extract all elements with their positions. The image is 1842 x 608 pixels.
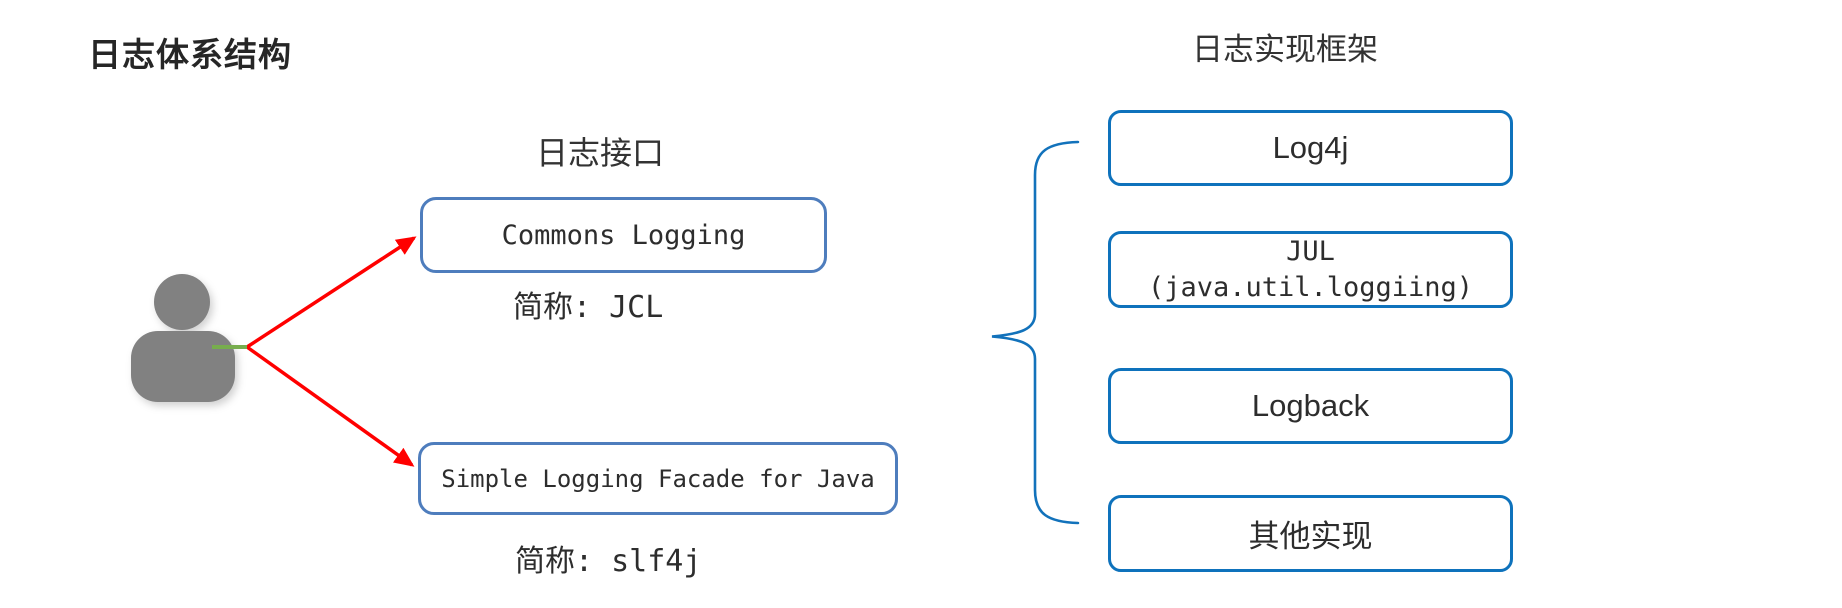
green-connector-line [212, 345, 247, 349]
impl-box-other: 其他实现 [1108, 495, 1513, 572]
impl-box-jul: JUL (java.util.loggiing) [1108, 231, 1513, 308]
arrow-to-slf4j-icon [245, 345, 415, 467]
jul-label-line1: JUL [1286, 235, 1335, 267]
commons-logging-label: Commons Logging [501, 219, 746, 251]
curly-brace-icon [991, 140, 1080, 525]
user-icon [131, 274, 235, 402]
impl-frameworks-title: 日志实现框架 [1192, 32, 1378, 67]
jcl-abbr-label: 简称: JCL [513, 290, 664, 325]
log4j-label: Log4j [1272, 130, 1349, 165]
slf4j-abbr-label: 简称: slf4j [515, 544, 702, 579]
other-impl-label: 其他实现 [1248, 519, 1373, 554]
interface-label: 日志接口 [535, 135, 664, 171]
logback-label: Logback [1251, 388, 1370, 423]
slf4j-box: Simple Logging Facade for Java [418, 442, 898, 515]
impl-box-log4j: Log4j [1108, 110, 1513, 186]
slf4j-label: Simple Logging Facade for Java [441, 464, 875, 493]
page-title: 日志体系结构 [88, 36, 292, 73]
impl-box-logback: Logback [1108, 368, 1513, 444]
commons-logging-box: Commons Logging [420, 197, 827, 273]
jul-label-line2: (java.util.loggiing) [1147, 271, 1474, 303]
arrow-to-commons-logging-icon [246, 236, 417, 349]
